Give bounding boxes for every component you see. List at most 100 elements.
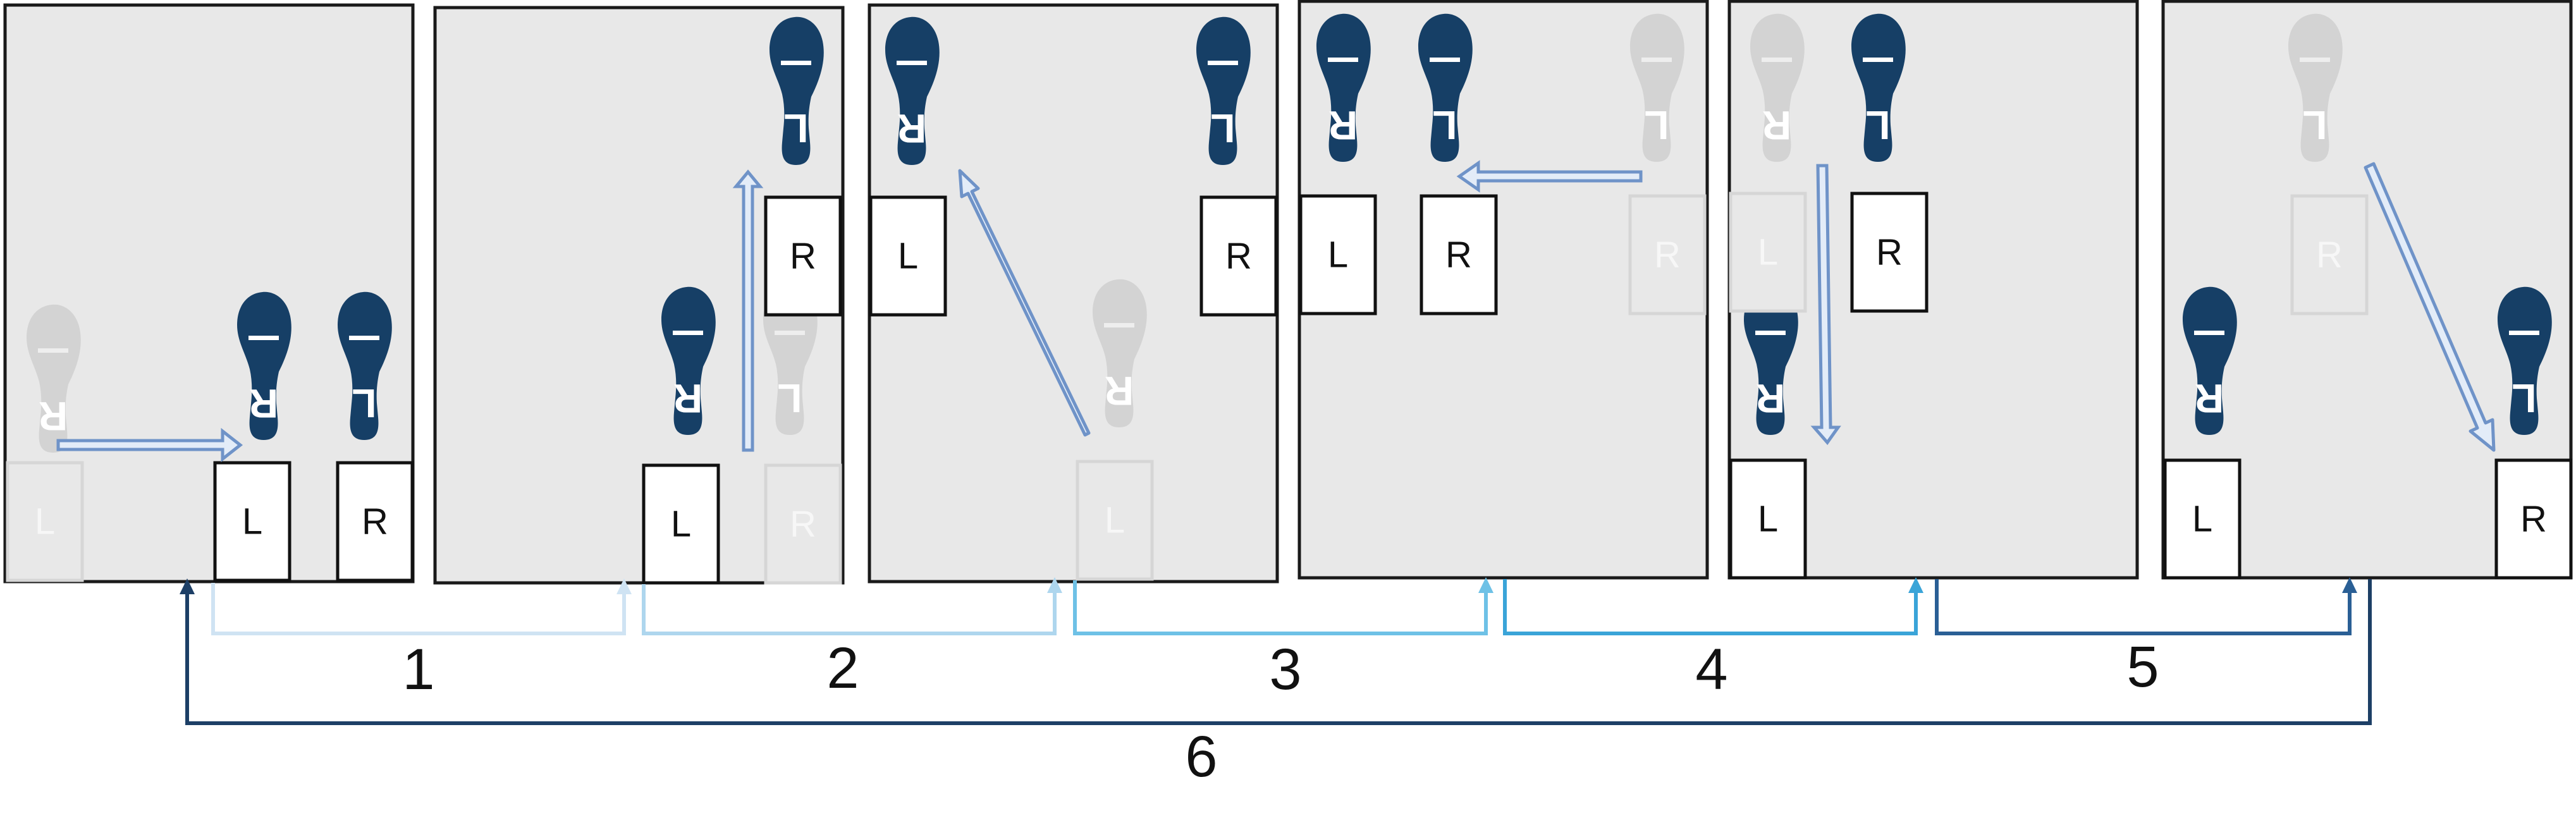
shoe-band <box>349 336 379 340</box>
foot-label: R <box>39 393 68 439</box>
position-box-label: L <box>671 504 691 545</box>
connector-2 <box>642 584 1057 635</box>
shoe-footprint-icon: L <box>763 286 818 435</box>
connector-lines <box>180 577 2372 725</box>
position-box-label: R <box>1654 235 1681 276</box>
position-box <box>1420 194 1498 315</box>
panel-2-left-box: L <box>642 463 720 585</box>
foot-label: R <box>1105 368 1134 413</box>
step-label-2: 2 <box>826 636 859 700</box>
panel-4-left-box: L <box>1299 194 1377 315</box>
shoe-band <box>1430 58 1460 62</box>
panel-2-ghost-box: R <box>764 463 842 585</box>
connector-6 <box>185 579 2372 725</box>
panel-5-left-box: L <box>1729 458 1807 580</box>
panel-3-left-box: L <box>869 195 947 317</box>
foot-label: L <box>1865 102 1890 148</box>
shoe-footprint-icon: R <box>1093 279 1147 427</box>
position-box <box>6 461 84 582</box>
shoe-band <box>2300 58 2330 62</box>
shoe-footprint-icon: R <box>237 291 291 440</box>
foot-label: R <box>1762 102 1791 148</box>
position-box-label: R <box>2520 499 2547 540</box>
position-box-label: L <box>1758 232 1778 273</box>
shoe-band <box>897 61 927 65</box>
step-label-3: 3 <box>1269 637 1301 702</box>
position-box <box>1299 194 1377 315</box>
shoe-footprint-icon: R <box>885 16 940 165</box>
panel-3-ghost-box: L <box>1076 460 1154 581</box>
shoe-band <box>2194 331 2224 335</box>
foot-label: R <box>249 381 278 426</box>
foot-label: R <box>1756 376 1785 421</box>
shoe-footprint-icon: L <box>1630 13 1684 162</box>
foot-label: L <box>352 381 376 426</box>
position-box-label: R <box>790 236 816 277</box>
panel-5-right-box: R <box>1850 192 1929 313</box>
position-box-label: L <box>35 501 55 542</box>
double-arrow-icon <box>732 169 764 452</box>
double-arrow-icon <box>1810 164 1841 446</box>
position-box <box>1076 460 1154 581</box>
panel-2-right-box: R <box>764 195 842 317</box>
foot-label: L <box>1432 102 1457 148</box>
panel-1-right-box: R <box>336 461 414 582</box>
panel-1-left-box: L <box>213 461 291 582</box>
position-box <box>1850 192 1929 313</box>
position-box <box>642 463 720 585</box>
panel-4-right-box: R <box>1420 194 1498 315</box>
shoe-footprint-icon: R <box>1744 286 1798 435</box>
panel-3-right-box: R <box>1199 195 1278 317</box>
connector-3 <box>1073 580 1488 635</box>
arrowhead-5 <box>2342 577 2357 593</box>
position-box <box>764 463 842 585</box>
foot-label: L <box>2302 102 2327 148</box>
position-box <box>869 195 947 317</box>
panel-4-ghost-box: R <box>1628 194 1707 315</box>
foot-label: L <box>777 376 802 421</box>
position-box <box>2494 458 2573 580</box>
arrowhead-1 <box>616 578 632 594</box>
shoe-band <box>248 336 279 340</box>
panel-6-ghost-box: R <box>2290 194 2369 315</box>
double-arrow-icon <box>958 169 1091 437</box>
position-box-label: R <box>362 501 388 542</box>
shoe-band <box>1762 58 1792 62</box>
double-arrow-icon <box>1456 160 1643 193</box>
position-box-label: R <box>1445 235 1472 276</box>
shoe-band <box>775 331 805 335</box>
position-box-label: R <box>790 504 816 545</box>
shoe-footprint-icon: R <box>1316 13 1371 162</box>
shoe-footprint-icon: R <box>1750 13 1805 162</box>
foot-label: R <box>897 106 926 151</box>
shoe-band <box>38 348 68 353</box>
shoe-footprint-icon: L <box>338 291 392 440</box>
arrowhead-2 <box>1047 577 1062 593</box>
arrowhead-3 <box>1478 577 1493 593</box>
foot-label: L <box>1210 106 1235 151</box>
shoe-band <box>781 61 811 65</box>
shoe-band <box>673 331 703 335</box>
shoe-footprint-icon: L <box>1196 16 1251 165</box>
arrowhead-6 <box>180 578 195 594</box>
position-box <box>1628 194 1707 315</box>
foot-label: R <box>1328 102 1358 148</box>
position-box <box>213 461 291 582</box>
arrowhead-4 <box>1908 577 1923 593</box>
panel-6-left-box: L <box>2163 458 2242 580</box>
panel-1-ghost-box: L <box>6 461 84 582</box>
foot-label: L <box>1644 102 1669 148</box>
shoe-footprint-icon: L <box>1851 13 1906 162</box>
double-arrow-icon <box>56 427 243 463</box>
shoe-footprint-icon: R <box>27 304 81 453</box>
step-label-5: 5 <box>2126 635 2159 699</box>
shoe-band <box>1863 58 1893 62</box>
position-box <box>336 461 414 582</box>
connector-1 <box>211 583 626 635</box>
step-label-6: 6 <box>1185 724 1217 789</box>
shoe-footprint-icon: R <box>2183 286 2237 435</box>
shoe-footprint-icon: L <box>2498 286 2552 435</box>
foot-label: R <box>673 376 702 421</box>
position-box-label: L <box>1105 500 1125 541</box>
